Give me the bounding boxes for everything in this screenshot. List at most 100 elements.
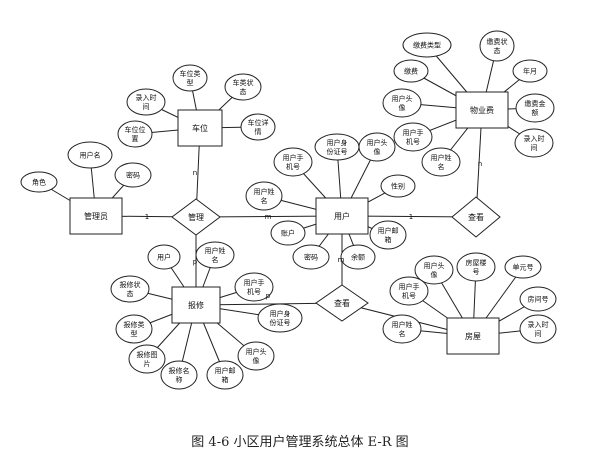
diagram-nodes: 角色用户名密码录入时间车位类型车类状态车位位置车位详情缴费类型缴费状态缴费年月用… bbox=[20, 30, 557, 390]
entity-label: 车位 bbox=[192, 123, 208, 133]
entity-label: 管理员 bbox=[84, 211, 108, 221]
attribute-label: 份证号 bbox=[270, 318, 291, 327]
attribute-label: 用户头 bbox=[367, 138, 388, 147]
attribute-a_role: 角色 bbox=[20, 171, 58, 193]
attribute-r_user: 用户 bbox=[147, 244, 181, 270]
attribute-label: 机号 bbox=[286, 162, 300, 171]
attribute-label: 缴费类型 bbox=[413, 41, 441, 50]
attribute-f_fee: 缴费 bbox=[393, 59, 429, 83]
attribute-label: 房屋楼 bbox=[466, 258, 487, 267]
entity-parking: 车位 bbox=[177, 109, 223, 147]
cardinality-c3: n bbox=[193, 169, 197, 177]
cardinality-labels: 1 m n 1 n p m p bbox=[145, 160, 482, 300]
attribute-label: 片 bbox=[144, 359, 151, 368]
attribute-a_pwd: 密码 bbox=[114, 162, 152, 188]
attribute-label: 号 bbox=[473, 268, 480, 276]
attribute-label: 像 bbox=[399, 103, 406, 112]
attribute-label: 录入时 bbox=[524, 134, 545, 143]
attribute-label: 箱 bbox=[385, 235, 392, 244]
cardinality-c8: p bbox=[266, 292, 271, 300]
attribute-label: 性别 bbox=[391, 182, 405, 191]
cardinality-c7: m bbox=[338, 256, 345, 264]
attribute-label: 间 bbox=[535, 330, 542, 338]
entity-fee: 物业费 bbox=[455, 91, 509, 129]
attribute-label: 箱 bbox=[222, 375, 229, 384]
attribute-label: 报修图 bbox=[137, 350, 158, 359]
attribute-label: 报修状 bbox=[120, 280, 141, 289]
attribute-label: 型 bbox=[131, 329, 138, 338]
attribute-label: 间 bbox=[531, 144, 538, 152]
attribute-label: 态 bbox=[494, 46, 501, 55]
attribute-label: 用户手 bbox=[399, 282, 420, 291]
figure-caption: 图 4-6 小区用户管理系统总体 E-R 图 bbox=[191, 435, 409, 450]
entity-house: 房屋 bbox=[446, 317, 500, 355]
attribute-label: 态 bbox=[127, 289, 134, 298]
entity-label: 用户 bbox=[334, 211, 350, 221]
attribute-label: 报修类 bbox=[124, 320, 145, 329]
attribute-label: 单元号 bbox=[513, 263, 534, 272]
attribute-label: 用户头 bbox=[392, 94, 413, 103]
cardinality-c6: p bbox=[193, 258, 198, 266]
attribute-label: 像 bbox=[253, 356, 260, 365]
cardinality-c2: m bbox=[265, 213, 272, 221]
attribute-label: 置 bbox=[132, 135, 139, 143]
attribute-label: 名 bbox=[261, 196, 268, 205]
entity-repair: 报修 bbox=[171, 286, 221, 324]
cardinality-c4: 1 bbox=[409, 213, 413, 221]
attribute-label: 用户身 bbox=[270, 309, 291, 318]
attribute-label: 车位详 bbox=[248, 118, 269, 127]
entity-user: 用户 bbox=[315, 197, 369, 235]
attribute-label: 车位位 bbox=[125, 125, 146, 134]
attribute-a_uname: 用户名 bbox=[67, 141, 113, 169]
attribute-label: 角色 bbox=[32, 178, 46, 187]
attribute-label: 用户姓 bbox=[254, 187, 275, 196]
relationship-view1: 查看 bbox=[451, 196, 501, 238]
attribute-label: 像 bbox=[431, 270, 438, 279]
attribute-label: 缴费 bbox=[404, 67, 418, 76]
attribute-u_balance: 余额 bbox=[340, 244, 376, 270]
attribute-label: 用户身 bbox=[327, 138, 348, 147]
attribute-label: 机号 bbox=[402, 291, 416, 300]
attribute-label: 型 bbox=[187, 78, 194, 87]
relationship-label: 管理 bbox=[188, 212, 204, 222]
attribute-label: 用户手 bbox=[403, 128, 424, 137]
attribute-label: 用户姓 bbox=[392, 320, 413, 329]
attribute-label: 像 bbox=[374, 147, 381, 156]
attribute-label: 报修名 bbox=[169, 366, 190, 375]
entity-label: 物业费 bbox=[470, 105, 494, 115]
attribute-label: 额 bbox=[532, 108, 539, 117]
cardinality-c1: 1 bbox=[145, 213, 149, 221]
attribute-label: 余额 bbox=[351, 253, 365, 262]
attribute-label: 录入时 bbox=[136, 93, 157, 102]
cardinality-c5: n bbox=[478, 160, 482, 168]
attribute-label: 机号 bbox=[406, 137, 420, 146]
attribute-label: 名 bbox=[212, 255, 219, 264]
attribute-label: 用户姓 bbox=[205, 246, 226, 255]
attribute-label: 用户邮 bbox=[215, 366, 236, 375]
attribute-label: 用户手 bbox=[283, 153, 304, 162]
